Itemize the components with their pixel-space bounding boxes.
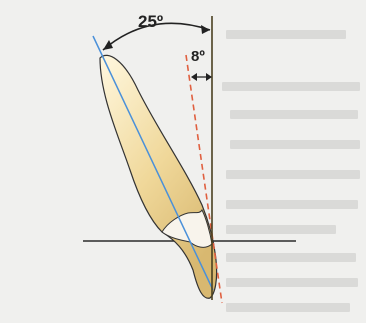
background-text-line: [226, 303, 350, 312]
arc-arrowhead-right: [201, 25, 210, 34]
background-text-line: [226, 170, 360, 179]
crown-enamel: [161, 208, 213, 248]
background-text-line: [222, 82, 360, 91]
background-text-line: [230, 140, 360, 149]
background-text-line: [226, 200, 358, 209]
background-text-line: [226, 225, 336, 234]
dimension-arrowhead-right: [206, 73, 212, 81]
background-text-line: [226, 253, 356, 262]
dimension-arrowhead-left: [191, 73, 197, 81]
tooth-long-axis: [92, 35, 214, 291]
arc-arrowhead-left: [103, 40, 113, 50]
dashed-8-degree-axis: [185, 54, 223, 304]
angle-label-8: 8º: [191, 48, 205, 65]
background-text-line: [230, 110, 358, 119]
angle-arc-25: [102, 22, 211, 51]
angle-label-25: 25º: [138, 12, 163, 31]
background-text-line: [226, 278, 358, 287]
background-text-line: [226, 30, 346, 39]
